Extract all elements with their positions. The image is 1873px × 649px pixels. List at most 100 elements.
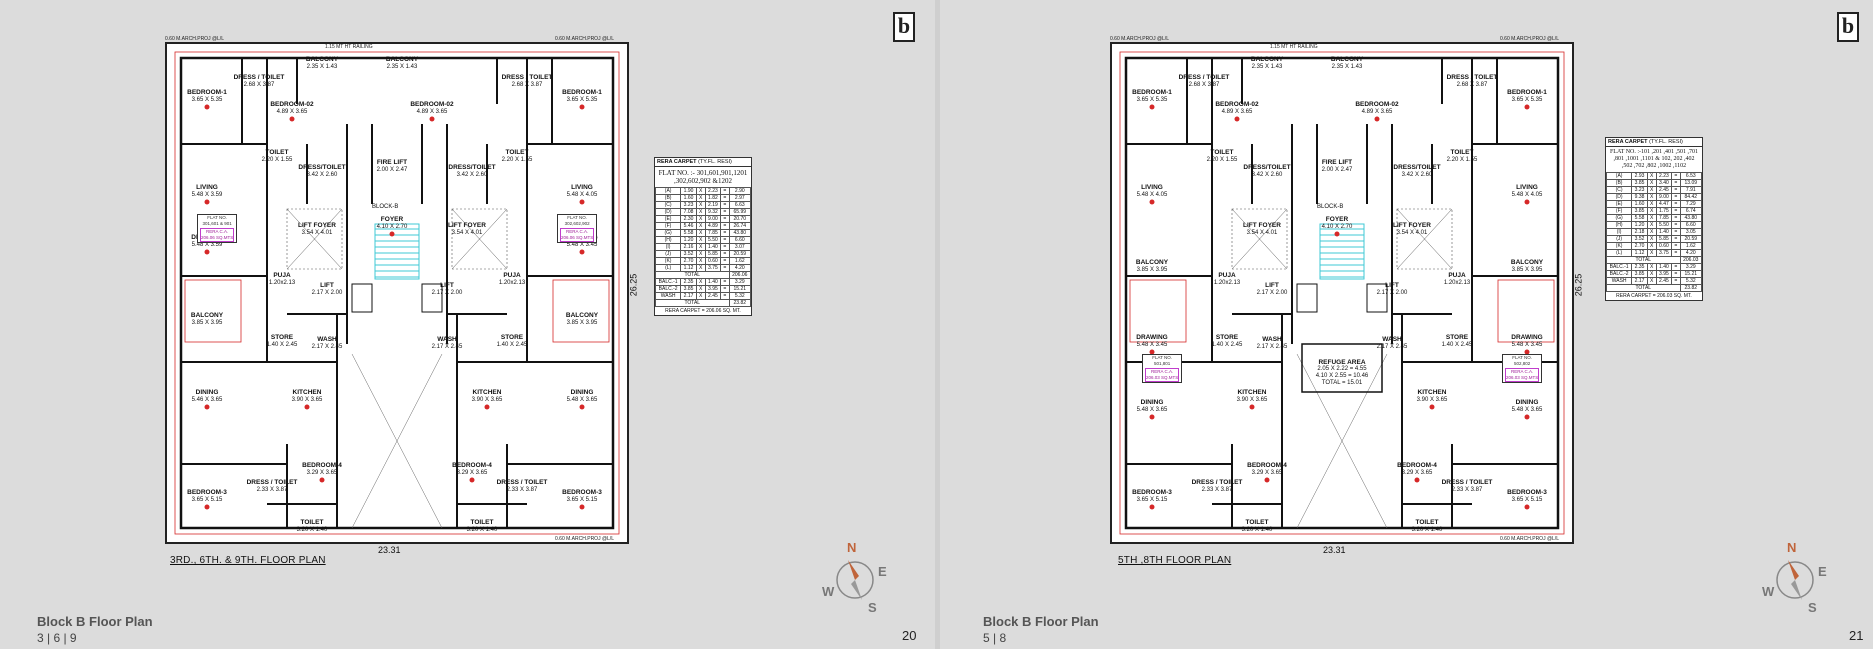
- room-name: KITCHEN: [472, 389, 502, 396]
- flat-tag-rera-area: 206.06 SQ.MTS: [561, 235, 594, 240]
- flat-tag-rera-label: RERA C.A.: [1151, 369, 1174, 374]
- rera-cell: 2.35: [680, 278, 697, 286]
- rera-cell: 3.85: [1631, 207, 1648, 215]
- rera-cell: (J): [654, 250, 682, 258]
- room-size: 3.65 X 5.35: [1136, 97, 1168, 103]
- room-name: DRESS / TOILET: [496, 479, 548, 486]
- rera-cell: =: [1671, 235, 1681, 243]
- rera-cell: X: [1646, 228, 1657, 236]
- floor-plan: [165, 42, 629, 544]
- rera-final: RERA CARPET = 206.06 SQ. MT.: [665, 308, 741, 314]
- rera-cell: WASH: [1605, 277, 1633, 285]
- rera-cell: 4.47: [1655, 200, 1673, 208]
- rera-cell: BALC.-1: [1605, 263, 1633, 271]
- rera-cell: 1.60: [1631, 200, 1648, 208]
- rera-header: RERA CARPET (TY.FL. RESI): [1606, 138, 1702, 147]
- compass-s: S: [1808, 600, 1817, 615]
- rera-cell: =: [1671, 270, 1681, 278]
- rera-cell: 2.70: [680, 257, 697, 265]
- rera-cell: (E): [654, 215, 682, 223]
- ceiling-light-point: [1414, 477, 1420, 483]
- rera-cell: =: [720, 278, 730, 286]
- lift-shaft: [351, 283, 373, 313]
- rera-cell: X: [695, 222, 706, 230]
- rera-cell: 7.85: [704, 229, 722, 237]
- room-size: 3.54 X 4.01: [301, 230, 333, 236]
- room-size: 5.48 X 3.65: [566, 397, 598, 403]
- flat-tag-rera-label: RERA C.A.: [566, 229, 589, 234]
- room-size: 4.10 X 2.70: [376, 224, 408, 230]
- rera-cell: 2.45: [704, 292, 722, 300]
- rera-cell: 0.60: [704, 257, 722, 265]
- room-size: 1.20x2.13: [1443, 280, 1471, 286]
- compass-w: W: [822, 584, 835, 599]
- room-size: 2.20 X 1.55: [261, 157, 293, 163]
- brand-logo: b: [893, 12, 915, 42]
- rera-total-label: TOTAL: [655, 271, 730, 279]
- room-name: BEDROOM-4: [1247, 462, 1287, 469]
- lift-foyer-outline: [286, 208, 343, 270]
- room-size: 3.65 X 5.35: [566, 97, 598, 103]
- rera-cell: 4.20: [728, 264, 752, 272]
- balcony-outline: [1497, 279, 1555, 343]
- room-name: KITCHEN: [1237, 389, 1267, 396]
- room-size: 3.29 X 3.65: [1251, 470, 1283, 476]
- rera-cell: 5.32: [728, 292, 752, 300]
- compass-icon: N E S W: [820, 540, 890, 615]
- rera-total-value: 206.03: [1679, 256, 1703, 264]
- room-size: 2.00 X 2.47: [1321, 167, 1353, 173]
- ceiling-light-point: [1234, 116, 1240, 122]
- ceiling-light-point: [1524, 414, 1530, 420]
- lift-shaft: [1296, 283, 1318, 313]
- room-name: BEDROOM-4: [452, 462, 492, 469]
- room-size: 5.48 X 3.45: [1511, 342, 1543, 348]
- rera-cell: X: [1646, 249, 1657, 257]
- room-name: FIRE LIFT: [1321, 159, 1353, 166]
- compass-icon: N E S W: [1760, 540, 1830, 615]
- flat-tag-rera: RERA C.A.206.03 SQ.MTS: [1505, 368, 1540, 382]
- rera-flat-list: FLAT NO. :-101 ,201 ,401 ,501 ,701 ,801 …: [1609, 149, 1699, 169]
- room-size: 5.48 X 4.05: [1136, 192, 1168, 198]
- refuge-line: TOTAL = 15.01: [1321, 380, 1363, 386]
- room-name: TOILET: [265, 149, 289, 156]
- ceiling-light-point: [1149, 199, 1155, 205]
- room-size: 1.40 X 2.45: [496, 342, 528, 348]
- rera-cell: 3.40: [1655, 179, 1673, 187]
- rera-cell: WASH: [654, 292, 682, 300]
- ceiling-light-point: [1249, 404, 1255, 410]
- room-size: 2.17 X 2.00: [431, 290, 463, 296]
- rera-cell: X: [1646, 235, 1657, 243]
- rera-cell: =: [720, 201, 730, 209]
- rera-cell: 5.58: [680, 229, 697, 237]
- rera-cell: (L): [1605, 249, 1633, 257]
- room-size: 3.90 X 3.65: [291, 397, 323, 403]
- rera-cell: X: [695, 208, 706, 216]
- rera-cell: 15.21: [1679, 270, 1703, 278]
- room-name: WASH: [317, 336, 337, 343]
